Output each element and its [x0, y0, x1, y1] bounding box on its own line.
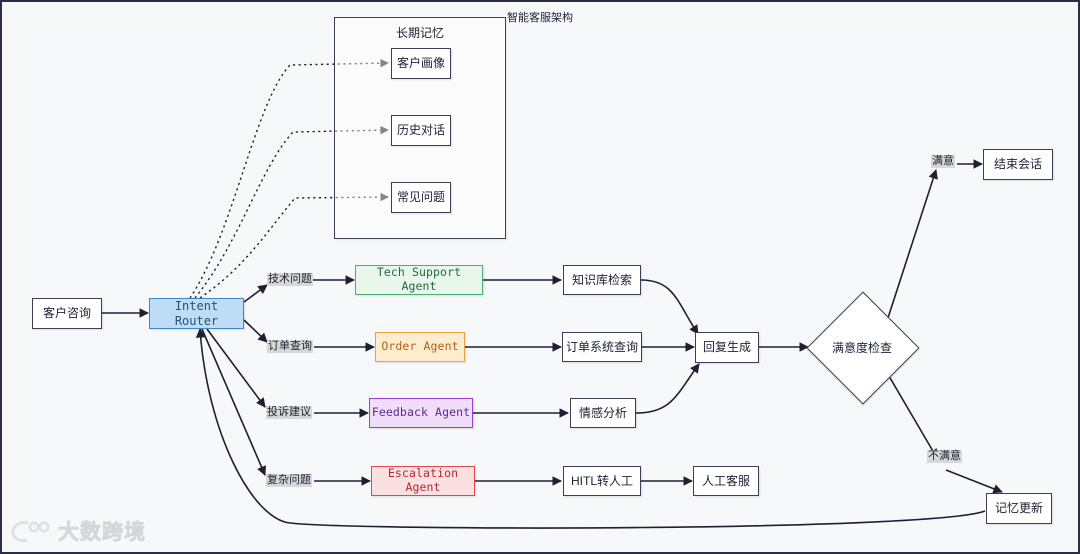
node-satisfaction-check[interactable]: 满意度检查 [806, 291, 920, 405]
edge-label-complex-question: 复杂问题 [266, 474, 312, 487]
node-order-agent[interactable]: Order Agent [375, 332, 465, 362]
diagram-title: 智能客服架构 [507, 12, 573, 24]
edge-label-unsatisfied: 不满意 [927, 450, 962, 463]
edge-label-satisfied: 满意 [931, 155, 955, 168]
node-human-service[interactable]: 人工客服 [693, 466, 759, 496]
watermark: 大数跨境 [10, 516, 146, 546]
node-order-query[interactable]: 订单系统查询 [562, 332, 642, 362]
edge-sentiment-to-reply [635, 363, 700, 414]
node-memory-update[interactable]: 记忆更新 [986, 493, 1052, 524]
watermark-logo-icon [11, 521, 50, 542]
node-sentiment-analysis[interactable]: 情感分析 [570, 398, 636, 428]
edge-satisfaction-to-memory-2 [945, 469, 1003, 494]
node-customer-profile[interactable]: 客户画像 [391, 48, 451, 79]
edge-label-order-query: 订单查询 [267, 340, 313, 353]
node-tech-support-agent[interactable]: Tech Support Agent [355, 265, 483, 295]
edge-router-to-order-1 [243, 319, 268, 343]
node-end-session[interactable]: 结束会话 [983, 149, 1053, 180]
edge-label-tech-question: 技术问题 [267, 273, 313, 286]
edge-router-to-escalation-1 [201, 328, 266, 476]
node-escalation-agent[interactable]: Escalation Agent [371, 466, 475, 496]
node-hitl-transfer[interactable]: HITL转人工 [563, 466, 641, 496]
edge-label-feedback: 投诉建议 [266, 406, 312, 419]
watermark-text: 大数跨境 [58, 521, 146, 545]
node-reply-generation[interactable]: 回复生成 [695, 332, 759, 363]
node-history-dialog[interactable]: 历史对话 [391, 115, 451, 146]
node-customer-inquiry[interactable]: 客户咨询 [32, 298, 102, 329]
diamond-label: 满意度检查 [831, 340, 892, 355]
edge-router-to-feedback-1 [206, 328, 266, 408]
edge-router-to-tech-1 [243, 284, 268, 303]
node-faq[interactable]: 常见问题 [391, 182, 451, 213]
subgraph-title: 长期记忆 [395, 26, 444, 40]
edge-kb-to-reply [640, 279, 699, 335]
node-intent-router[interactable]: Intent Router [149, 298, 244, 329]
node-kb-search[interactable]: 知识库检索 [563, 265, 641, 295]
node-feedback-agent[interactable]: Feedback Agent [369, 398, 473, 428]
